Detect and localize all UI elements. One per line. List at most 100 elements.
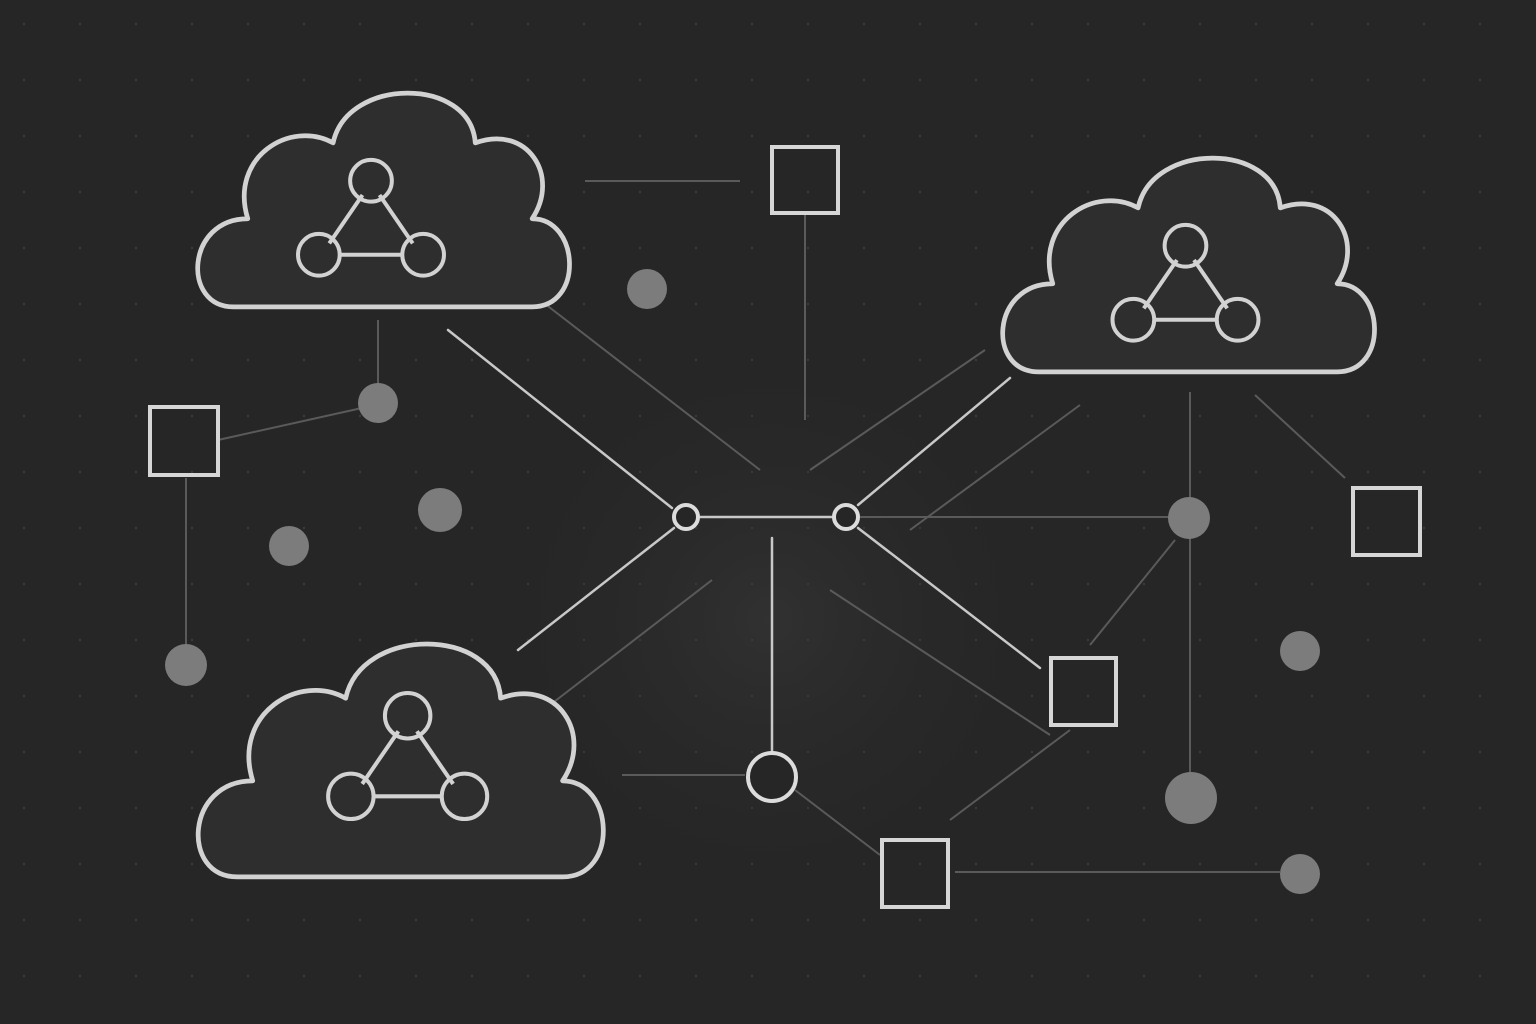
grid-dot bbox=[1422, 414, 1426, 418]
grid-dot bbox=[1142, 862, 1146, 866]
grid-dot bbox=[1030, 974, 1034, 978]
grid-dot bbox=[638, 918, 642, 922]
grid-dot bbox=[1310, 750, 1314, 754]
dot-node bbox=[1280, 631, 1320, 671]
grid-dot bbox=[1422, 638, 1426, 642]
grid-dot bbox=[358, 526, 362, 530]
grid-dot bbox=[1142, 750, 1146, 754]
grid-dot bbox=[974, 358, 978, 362]
grid-dot bbox=[246, 358, 250, 362]
grid-dot bbox=[246, 78, 250, 82]
grid-dot bbox=[302, 638, 306, 642]
grid-dot bbox=[806, 22, 810, 26]
grid-dot bbox=[134, 918, 138, 922]
grid-dot bbox=[638, 134, 642, 138]
grid-dot bbox=[526, 414, 530, 418]
grid-dot bbox=[1422, 302, 1426, 306]
grid-dot bbox=[1086, 190, 1090, 194]
grid-dot bbox=[1086, 750, 1090, 754]
grid-dot bbox=[1198, 974, 1202, 978]
grid-dot bbox=[862, 134, 866, 138]
grid-dot bbox=[22, 918, 26, 922]
grid-dot bbox=[22, 694, 26, 698]
grid-dot bbox=[974, 302, 978, 306]
grid-dot bbox=[1198, 694, 1202, 698]
grid-dot bbox=[974, 918, 978, 922]
grid-dot bbox=[1254, 862, 1258, 866]
grid-dot bbox=[1086, 918, 1090, 922]
grid-dot bbox=[1142, 974, 1146, 978]
network-triangle-icon bbox=[296, 157, 446, 278]
faint-link bbox=[539, 299, 761, 471]
grid-dot bbox=[22, 22, 26, 26]
hub-node-right bbox=[832, 503, 860, 531]
network-triangle-icon bbox=[326, 691, 490, 822]
faint-link bbox=[909, 404, 1081, 531]
grid-dot bbox=[190, 414, 194, 418]
grid-dot bbox=[190, 638, 194, 642]
grid-dot bbox=[862, 190, 866, 194]
faint-link bbox=[1254, 394, 1346, 479]
grid-dot bbox=[974, 22, 978, 26]
grid-dot bbox=[1310, 694, 1314, 698]
grid-dot bbox=[134, 246, 138, 250]
grid-dot bbox=[1254, 526, 1258, 530]
grid-dot bbox=[302, 414, 306, 418]
faint-link bbox=[949, 729, 1071, 821]
grid-dot bbox=[1086, 638, 1090, 642]
grid-dot bbox=[358, 22, 362, 26]
grid-dot bbox=[1142, 526, 1146, 530]
grid-dot bbox=[806, 246, 810, 250]
grid-dot bbox=[22, 750, 26, 754]
grid-dot bbox=[134, 78, 138, 82]
grid-dot bbox=[1478, 22, 1482, 26]
grid-dot bbox=[1142, 414, 1146, 418]
grid-dot bbox=[1366, 918, 1370, 922]
grid-dot bbox=[78, 694, 82, 698]
hubs bbox=[672, 503, 860, 803]
grid-dot bbox=[1422, 22, 1426, 26]
grid-dot bbox=[414, 78, 418, 82]
grid-dot bbox=[1086, 694, 1090, 698]
grid-dot bbox=[1478, 806, 1482, 810]
grid-dot bbox=[526, 918, 530, 922]
grid-dot bbox=[22, 358, 26, 362]
hub-node-left bbox=[672, 503, 700, 531]
grid-dot bbox=[1310, 190, 1314, 194]
grid-dot bbox=[470, 78, 474, 82]
grid-dot bbox=[582, 302, 586, 306]
grid-dot bbox=[1422, 134, 1426, 138]
grid-dot bbox=[1366, 862, 1370, 866]
grid-dot bbox=[22, 862, 26, 866]
grid-dot bbox=[358, 358, 362, 362]
grid-dot bbox=[918, 246, 922, 250]
grid-dot bbox=[1254, 750, 1258, 754]
grid-dot bbox=[470, 974, 474, 978]
grid-dot bbox=[22, 246, 26, 250]
square-node bbox=[1049, 656, 1118, 727]
grid-dot bbox=[190, 134, 194, 138]
grid-dot bbox=[22, 302, 26, 306]
grid-dot bbox=[22, 414, 26, 418]
cloud-shape bbox=[195, 641, 606, 880]
grid-dot bbox=[78, 918, 82, 922]
grid-dot bbox=[750, 22, 754, 26]
link-hub-to-bottom-left bbox=[516, 526, 676, 652]
grid-dot bbox=[638, 22, 642, 26]
dot-node bbox=[1168, 497, 1210, 539]
cloud-top-left bbox=[195, 90, 572, 310]
grid-dot bbox=[302, 526, 306, 530]
grid-dot bbox=[1366, 134, 1370, 138]
grid-dot bbox=[358, 470, 362, 474]
grid-dot bbox=[414, 526, 418, 530]
dot-node bbox=[269, 526, 309, 566]
grid-dot bbox=[22, 190, 26, 194]
grid-dot bbox=[190, 694, 194, 698]
grid-dot bbox=[1366, 470, 1370, 474]
grid-dot bbox=[134, 974, 138, 978]
grid-dot bbox=[1142, 78, 1146, 82]
grid-dot bbox=[134, 190, 138, 194]
grid-dot bbox=[638, 974, 642, 978]
grid-dot bbox=[1254, 694, 1258, 698]
cloud-top-right bbox=[1000, 155, 1377, 375]
